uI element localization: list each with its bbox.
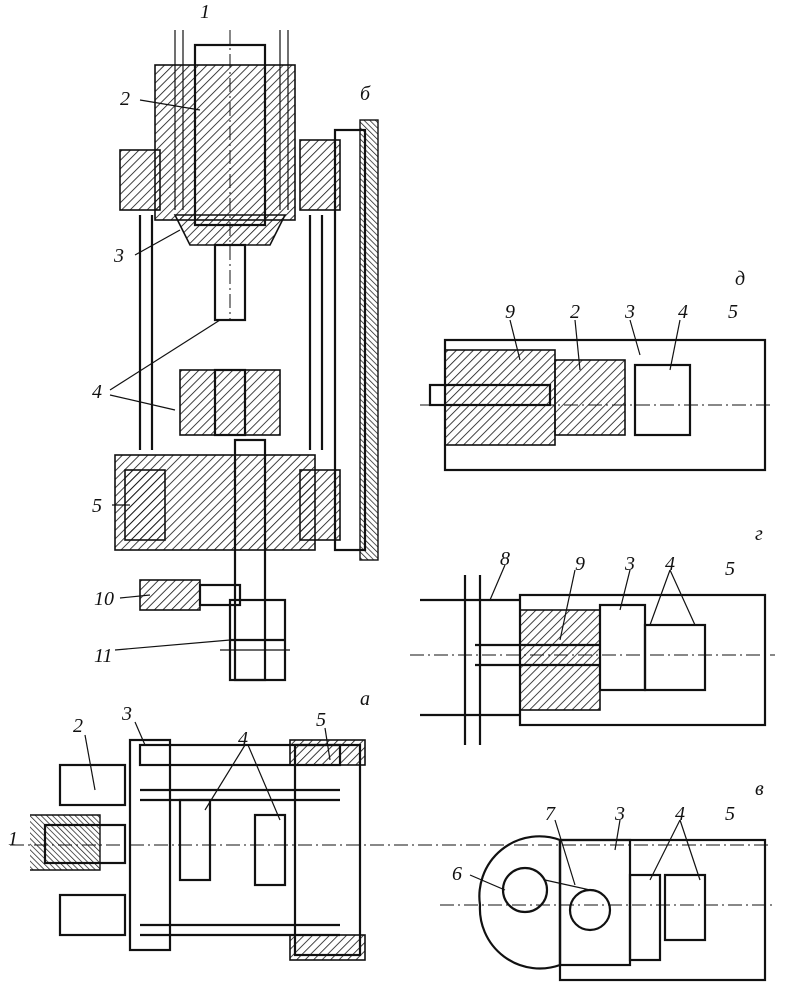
ram-3: [598, 603, 647, 692]
crank-housing: [478, 835, 562, 970]
container-5: [114, 454, 316, 551]
foundation-ground: [359, 119, 379, 561]
link-7: [544, 879, 591, 891]
label-7: 7: [545, 803, 556, 825]
label-4: 4: [678, 301, 688, 323]
label-3: 3: [614, 803, 625, 825]
view-letter-a: а: [360, 688, 370, 710]
label-5: 5: [725, 803, 735, 825]
die-4: [628, 873, 662, 962]
cylinder-2: [30, 814, 101, 871]
moving-platen-3: [128, 738, 172, 952]
die-4: [643, 623, 707, 692]
label-5: 5: [316, 709, 326, 731]
label-1: 1: [8, 828, 18, 850]
cylinder-2: [444, 349, 556, 446]
frame-5: [558, 838, 767, 982]
crank-6: [501, 866, 549, 914]
view-g-press: 8 9 3 4 5 г: [410, 523, 775, 745]
shaft-9: [428, 383, 552, 407]
label-3: 3: [624, 553, 635, 575]
ram-3: [554, 359, 626, 436]
label-5: 5: [728, 301, 738, 323]
view-letter-b: б: [360, 83, 371, 105]
upper-die: [178, 798, 212, 882]
label-4: 4: [92, 381, 102, 403]
view-letter-g: г: [755, 523, 763, 545]
label-3: 3: [121, 703, 132, 725]
label-4: 4: [665, 553, 675, 575]
label-4: 4: [238, 728, 248, 750]
label-4: 4: [675, 803, 685, 825]
view-a-vertical-press: 2 3 4 5 1: [8, 703, 770, 961]
label-9: 9: [505, 301, 515, 323]
die-4: [179, 369, 281, 436]
label-10: 10: [94, 588, 114, 610]
label-8: 8: [500, 548, 510, 570]
die-4: [633, 363, 692, 437]
housing: [519, 609, 601, 711]
label-1: 1: [200, 1, 210, 23]
label-9: 9: [575, 553, 585, 575]
label-5: 5: [725, 558, 735, 580]
main-cylinder: [154, 64, 296, 221]
crosshead-3: [173, 214, 287, 246]
view-letter-v: в: [755, 778, 764, 800]
view-d-press: 9 2 3 4 5 д: [420, 268, 770, 472]
label-2: 2: [120, 88, 130, 110]
ram-rod: [213, 243, 247, 322]
label-11: 11: [94, 645, 113, 667]
view-v-press: 6 7 3 4 5 в: [440, 778, 775, 982]
label-3: 3: [113, 245, 124, 267]
label-2: 2: [73, 715, 83, 737]
nut: [299, 139, 341, 211]
view-b-horizontal-press: 2 3 4 5 10 11 1 б а: [92, 1, 379, 710]
bed-5: [293, 743, 362, 957]
label-5: 5: [92, 495, 102, 517]
view-letter-d: д: [735, 268, 745, 290]
label-3: 3: [624, 301, 635, 323]
label-6: 6: [452, 863, 462, 885]
label-2: 2: [570, 301, 580, 323]
lower-die: [253, 813, 287, 887]
nut: [119, 149, 161, 211]
